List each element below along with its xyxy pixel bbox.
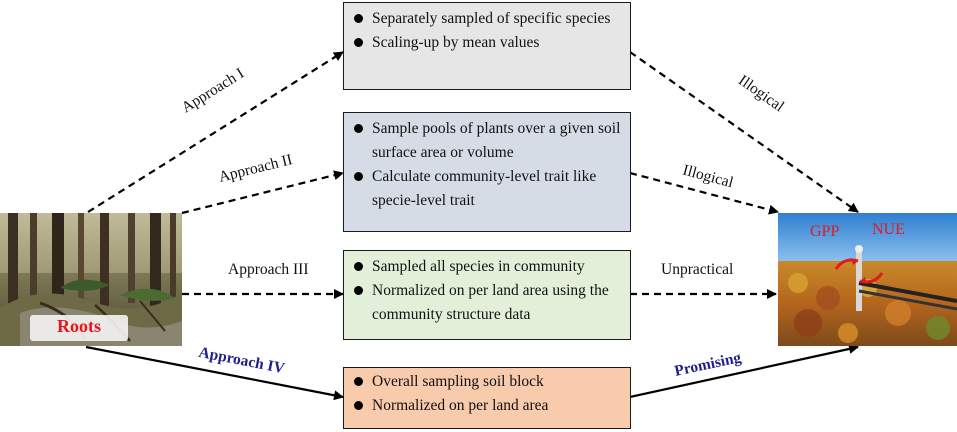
approach3-bullet-2-text: Normalized on per land area using the co… — [372, 282, 609, 323]
arrow-approach4-to-ecosystem — [629, 344, 859, 399]
canopy-illustration — [778, 213, 957, 346]
arrow-roots-to-approach1 — [87, 51, 344, 213]
approach4-box: Overall sampling soil block Normalized o… — [343, 367, 631, 429]
arrow-roots-to-approach4 — [85, 345, 344, 401]
approach2-bullet-2: Calculate community-level trait like spe… — [352, 165, 622, 213]
approach4-bullet-2: Normalized on per land area — [352, 394, 622, 418]
approach1-bullet-2: Scaling-up by mean values — [352, 31, 622, 55]
nue-label: NUE — [872, 221, 905, 238]
approach4-bullet-2-text: Normalized on per land area — [372, 397, 549, 414]
bullet-dot — [354, 38, 363, 47]
bullet-dot — [354, 172, 363, 181]
approach3-label: Approach III — [228, 261, 309, 278]
gpp-label: GPP — [810, 223, 840, 240]
bullet-dot — [354, 124, 363, 133]
forest-canopy-photo: GPP NUE — [778, 213, 957, 346]
bullet-dot — [354, 377, 363, 386]
arrow-roots-to-approach2 — [181, 170, 344, 215]
approach1-box: Separately sampled of specific species S… — [343, 2, 631, 90]
approach3-outcome-label: Unpractical — [661, 261, 734, 278]
forest-illustration — [0, 213, 182, 346]
roots-label: Roots — [57, 316, 101, 336]
approach2-bullet-1-text: Sample pools of plants over a given soil… — [372, 120, 621, 161]
forest-roots-photo: Roots — [0, 213, 182, 346]
approach1-bullet-1: Separately sampled of specific species — [352, 7, 622, 31]
approach3-box: Sampled all species in community Normali… — [343, 250, 631, 340]
approach3-bullet-1: Sampled all species in community — [352, 255, 622, 279]
arrow-approach1-to-ecosystem — [629, 51, 859, 213]
approach3-bullet-1-text: Sampled all species in community — [372, 258, 585, 275]
approach1-bullet-1-text: Separately sampled of specific species — [372, 10, 611, 27]
bullet-dot — [354, 262, 363, 271]
approach4-bullet-1: Overall sampling soil block — [352, 370, 622, 394]
approach2-box: Sample pools of plants over a given soil… — [343, 112, 631, 232]
approach1-bullet-2-text: Scaling-up by mean values — [372, 34, 540, 51]
approach4-bullet-1-text: Overall sampling soil block — [372, 373, 544, 390]
bullet-dot — [354, 14, 363, 23]
approach2-bullet-2-text: Calculate community-level trait like spe… — [372, 168, 597, 209]
bullet-dot — [354, 401, 363, 410]
bullet-dot — [354, 286, 363, 295]
arrow-approach2-to-ecosystem — [629, 171, 779, 215]
approach2-bullet-1: Sample pools of plants over a given soil… — [352, 117, 622, 165]
approach3-bullet-2: Normalized on per land area using the co… — [352, 279, 622, 327]
